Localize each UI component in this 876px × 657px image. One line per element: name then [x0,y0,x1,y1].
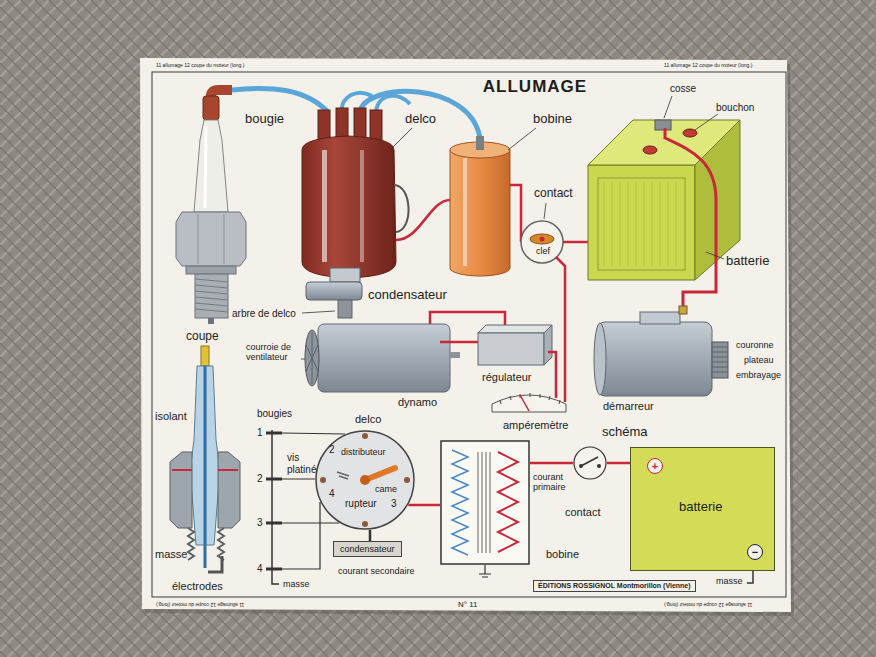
part-label: bouchon [716,102,754,114]
part-label: courroie de ventilateur [246,342,300,363]
publisher-box: ÉDITIONS ROSSIGNOL Montmorillon (Vienne) [533,580,696,592]
node-text: delco [355,413,381,426]
part-label: arbre de delco [232,308,296,320]
polarity-sign: + [647,458,663,474]
capacitor-box: condensateur [333,541,402,557]
margin-note: 11 allumage 12 coupe du moteur (long.) [664,601,752,607]
part-label: delco [405,112,436,127]
plug-section [170,346,240,572]
part-label: bougies [257,408,292,420]
callout-number: 2 [257,473,263,485]
margin-note: 11 allumage 12 coupe du moteur (long.) [664,63,752,69]
poster-frame [152,72,786,597]
node-text: condensateur [340,544,395,554]
part-label: contact [534,187,573,201]
spark-plug [176,88,328,324]
part-label: coupe [186,330,219,344]
coil-outline [440,440,530,565]
callout-number: 3 [391,498,397,510]
part-label: couronne [736,340,774,350]
starter-motor [594,306,728,396]
part-label: clef [536,246,550,256]
callout-number: 3 [257,517,263,529]
wire [369,530,372,541]
battery-box: + batterie − [630,447,775,571]
node-text: batterie [679,500,722,515]
part-label: courant secondaire [338,566,415,576]
part-label: démarreur [603,400,654,413]
part-label: bobine [533,112,572,127]
ignition-coil [450,128,536,276]
part-label: bougie [245,112,284,127]
margin-note: 11 allumage 12 coupe du moteur (long.) [156,63,244,69]
switch-outline [573,446,607,480]
callout-number: 4 [329,488,335,500]
node-text: ÉDITIONS ROSSIGNOL Montmorillon (Vienne) [538,582,691,590]
part-label: schéma [602,425,648,440]
distributor-circle: delco2distributeurcame4rupteur3 [315,430,415,530]
part-label: cosse [670,83,696,95]
polarity-sign: − [747,544,763,560]
node-text: came [375,484,397,494]
part-label: dynamo [398,396,437,409]
coil-box: bobine [440,440,530,565]
callout-number: 2 [329,444,335,456]
part-label: régulateur [482,371,532,384]
callout-number: 4 [257,563,263,575]
callout-number: 1 [257,427,263,439]
poster-shadow [143,62,794,616]
switch-circle: contact [573,446,607,480]
poster-title: ALLUMAGE [430,77,640,97]
battery-drawing [588,96,740,312]
part-label: électrodes [172,580,223,593]
node-text: distributeur [341,447,386,457]
part-label: plateau [744,355,774,365]
part-label: masse [716,576,743,586]
margin-note: 11 allumage 12 coupe du moteur (long.) [156,601,244,607]
node-text: rupteur [345,498,377,510]
part-label: ampéremètre [503,419,568,432]
wire [530,462,573,465]
wire [607,462,630,465]
poster-sheet [140,58,791,612]
distributor [302,91,480,318]
part-label: isolant [155,410,187,423]
dynamo-group [301,312,566,412]
part-label: masse [283,579,310,589]
part-label: embrayage [736,370,781,380]
part-label: condensateur [368,288,447,303]
wire [408,504,440,507]
node-text: contact [565,506,600,519]
part-label: courant primaire [533,472,573,493]
part-label: masse [155,548,187,561]
plate-number: N° 11 [458,600,478,609]
node-text: bobine [546,548,579,561]
part-label: batterie [726,254,769,269]
